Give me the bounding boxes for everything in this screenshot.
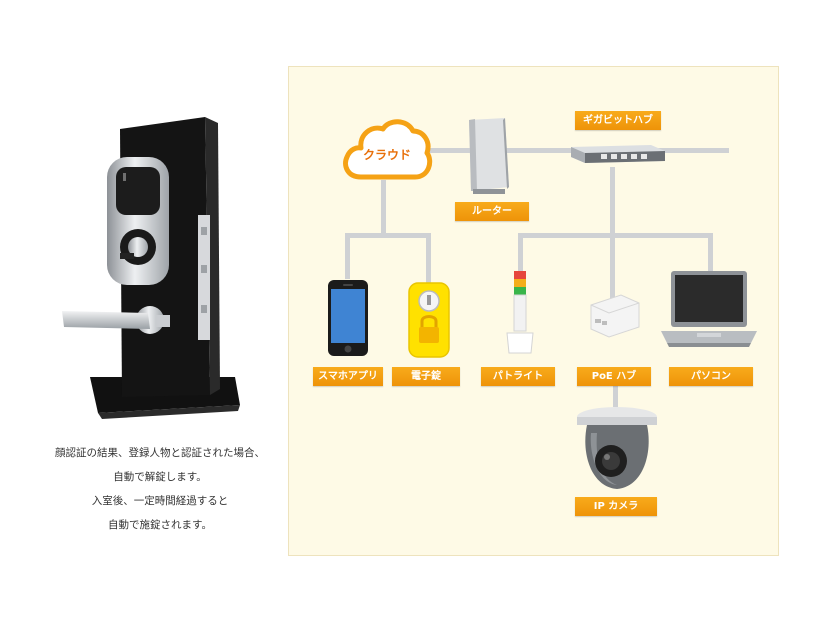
gigabit-hub-icon [571, 145, 665, 163]
router-icon [469, 118, 509, 194]
line-cloud-down [381, 180, 386, 237]
line-hub-down [610, 167, 615, 237]
line-poe-camera [613, 385, 618, 407]
poe-hub-label: PoE ハブ [577, 367, 651, 386]
caption-line-1: 顔認証の結果、登録人物と認証された場合、 [55, 447, 265, 459]
pc-label: パソコン [669, 367, 753, 386]
line-to-smartphone [345, 233, 350, 279]
cloud-icon [343, 119, 433, 180]
smartphone-icon [328, 280, 368, 356]
caption-line-2: 自動で解錠します。 [113, 471, 207, 483]
patlite-icon [506, 271, 534, 354]
line-to-patlite [518, 233, 523, 273]
laptop-icon [661, 271, 757, 347]
door-lock-image [50, 115, 250, 425]
poe-hub-icon [590, 294, 640, 338]
electronic-lock-icon [408, 282, 450, 358]
line-hub-branch [518, 233, 713, 238]
line-cloud-branch [345, 233, 431, 238]
caption-line-3: 入室後、一定時間経過すると [91, 495, 229, 507]
ip-camera-label: IP カメラ [575, 497, 657, 516]
line-to-pc [708, 233, 713, 273]
router-label: ルーター [455, 202, 529, 221]
line-to-lock [426, 233, 431, 285]
caption-line-4: 自動で施錠されます。 [108, 519, 212, 531]
lock-label: 電子錠 [392, 367, 460, 386]
ip-camera-icon [577, 407, 657, 489]
hub-label: ギガビットハブ [575, 111, 661, 130]
patlite-label: パトライト [481, 367, 555, 386]
cloud-label: クラウド [362, 148, 411, 162]
network-diagram-panel: クラウド ルーター ギガビットハブ スマホアプリ 電子錠 [288, 66, 779, 556]
line-to-poe [610, 233, 615, 301]
smartphone-label: スマホアプリ [313, 367, 383, 386]
